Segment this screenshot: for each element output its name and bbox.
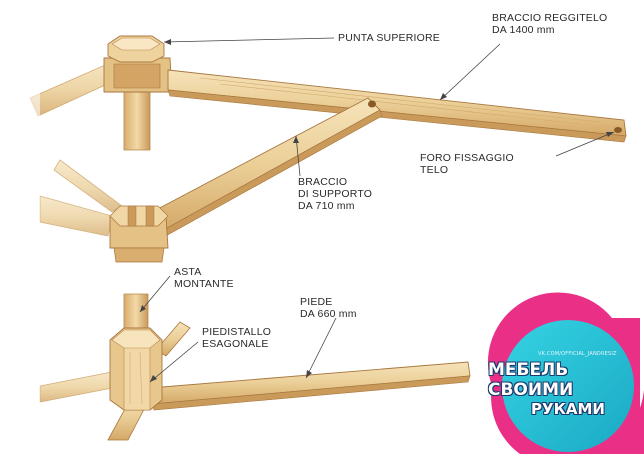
pedestal-grain bbox=[129, 351, 143, 405]
leader-piede-arrow bbox=[306, 370, 312, 378]
piedistallo-top bbox=[111, 329, 161, 349]
leader-punta bbox=[163, 37, 335, 43]
badge-url-text: VK.COM/OFFICIAL_JANDRESIZ bbox=[538, 351, 617, 357]
piede-foot-back bbox=[155, 321, 191, 357]
supporto-hinge bbox=[368, 100, 376, 108]
top-assembly bbox=[29, 35, 627, 151]
top-block-slot bbox=[113, 63, 161, 89]
leader-reggitelo bbox=[439, 43, 501, 101]
label-braccio-reggitelo: BRACCIO REGGITELO DA 1400 mm bbox=[492, 12, 608, 36]
piede-foot-left bbox=[39, 371, 113, 403]
leader-piedistallo-arrow bbox=[150, 375, 157, 382]
piedistallo-face bbox=[123, 339, 151, 411]
braccio-supporto-side bbox=[159, 109, 383, 239]
middle-hub-base bbox=[113, 247, 165, 263]
badge-teal-circle bbox=[502, 320, 634, 452]
badge-line-2: РУКАМИ bbox=[531, 400, 605, 418]
badge-title: МЕБЕЛЬ СВОИМИ РУКАМИ bbox=[488, 318, 644, 454]
middle-hub-slots bbox=[127, 205, 155, 227]
label-foro-fissaggio: FORO FISSAGGIO TELO bbox=[420, 152, 514, 176]
leader-lines bbox=[139, 37, 615, 383]
leader-foro bbox=[555, 131, 615, 157]
label-piede: PIEDE DA 660 mm bbox=[300, 296, 357, 320]
leader-piedistallo bbox=[149, 341, 199, 383]
watermark-badge bbox=[487, 292, 644, 454]
leader-asta bbox=[139, 275, 171, 313]
leader-piede bbox=[305, 317, 337, 379]
piede-foot-right-side bbox=[151, 375, 471, 411]
left-fade bbox=[0, 0, 40, 454]
label-punta-superiore: PUNTA SUPERIORE bbox=[338, 32, 440, 44]
middle-assembly bbox=[39, 97, 383, 263]
braccio-reggitelo-side bbox=[167, 89, 627, 143]
leader-asta-arrow bbox=[140, 305, 146, 312]
arm-grain bbox=[199, 77, 601, 125]
top-upright bbox=[123, 87, 151, 151]
leader-foro-arrow bbox=[606, 132, 614, 137]
label-piedistallo-esagonale: PIEDISTALLO ESAGONALE bbox=[202, 326, 272, 350]
badge-pink-swoosh bbox=[590, 390, 644, 454]
middle-hub-top bbox=[109, 205, 169, 227]
leader-punta-arrow bbox=[164, 39, 171, 45]
punta-cap-top bbox=[111, 37, 161, 51]
bottom-assembly bbox=[39, 293, 471, 441]
asta-montante-post bbox=[123, 293, 149, 331]
badge-line-1: МЕБЕЛЬ СВОИМИ bbox=[488, 360, 574, 400]
label-braccio-supporto: BRACCIO DI SUPPORTO DA 710 mm bbox=[298, 176, 373, 212]
mid-upper-arm bbox=[53, 159, 123, 213]
foro-fissaggio-hole bbox=[614, 127, 622, 133]
leader-reggitelo-arrow bbox=[440, 93, 447, 100]
top-left-arm bbox=[29, 61, 117, 117]
leader-supporto-arrow bbox=[293, 136, 299, 143]
label-asta-montante: ASTA MONTANTE bbox=[174, 266, 234, 290]
